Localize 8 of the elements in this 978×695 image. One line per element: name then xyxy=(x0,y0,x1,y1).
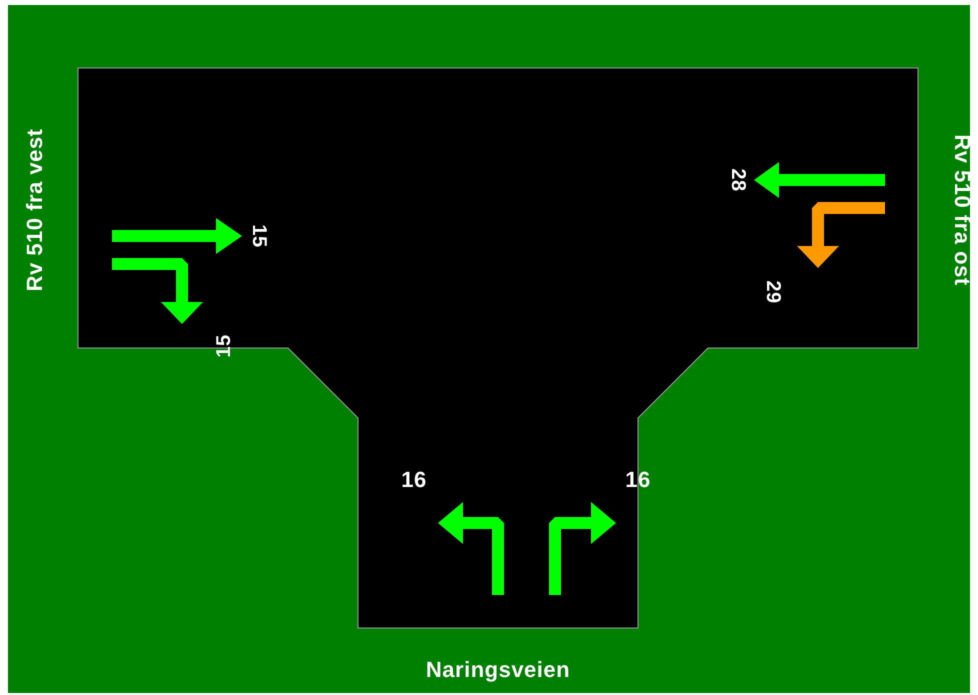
road-name: Naringsveien xyxy=(426,659,570,681)
lane-count: 28 xyxy=(728,168,748,192)
road-name: Rv 510 fra vest xyxy=(24,128,46,292)
lane-count: 15 xyxy=(249,224,269,248)
road-name: Rv 510 fra ost xyxy=(951,134,973,286)
lane-count: 16 xyxy=(401,469,427,491)
lane-count: 29 xyxy=(763,280,783,304)
lane-count: 15 xyxy=(214,334,234,358)
